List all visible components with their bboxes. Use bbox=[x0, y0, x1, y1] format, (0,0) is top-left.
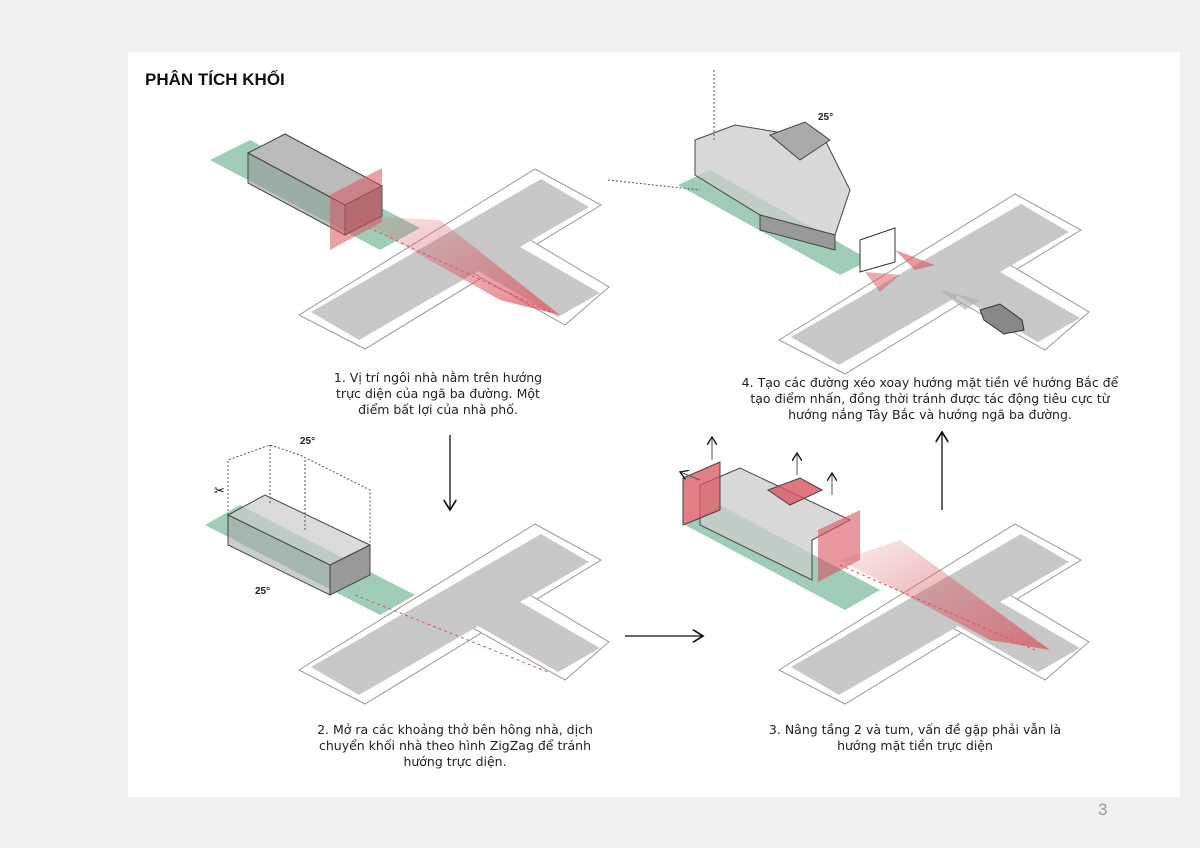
caption-step-1: 1. Vị trí ngôi nhà nằm trên hướng trực d… bbox=[333, 370, 543, 417]
diagram-step-3 bbox=[680, 437, 1090, 705]
page-title: PHÂN TÍCH KHỐI bbox=[145, 70, 285, 89]
rotation-angle-label: 25° bbox=[300, 436, 315, 447]
rotation-angle-label: 25° bbox=[255, 586, 270, 597]
caption-step-4: 4. Tạo các đường xéo xoay hướng mặt tiền… bbox=[741, 375, 1119, 422]
diagram-step-4: 25° bbox=[607, 70, 1090, 375]
rotation-angle-label: 25° bbox=[818, 112, 833, 123]
diagram-step-1 bbox=[210, 133, 610, 350]
scissors-icon: ✂ bbox=[214, 484, 225, 499]
caption-step-3: 3. Nâng tầng 2 và tum, vấn đề gặp phải v… bbox=[768, 722, 1062, 753]
view-cone bbox=[350, 215, 560, 315]
car-icon bbox=[979, 303, 1025, 335]
diagram-step-2: 25° 25° ✂ bbox=[205, 436, 610, 705]
facade-plane-red bbox=[330, 168, 382, 250]
caption-step-2: 2. Mở ra các khoảng thở bên hông nhà, dị… bbox=[317, 722, 593, 769]
page-number: 3 bbox=[1098, 800, 1108, 819]
